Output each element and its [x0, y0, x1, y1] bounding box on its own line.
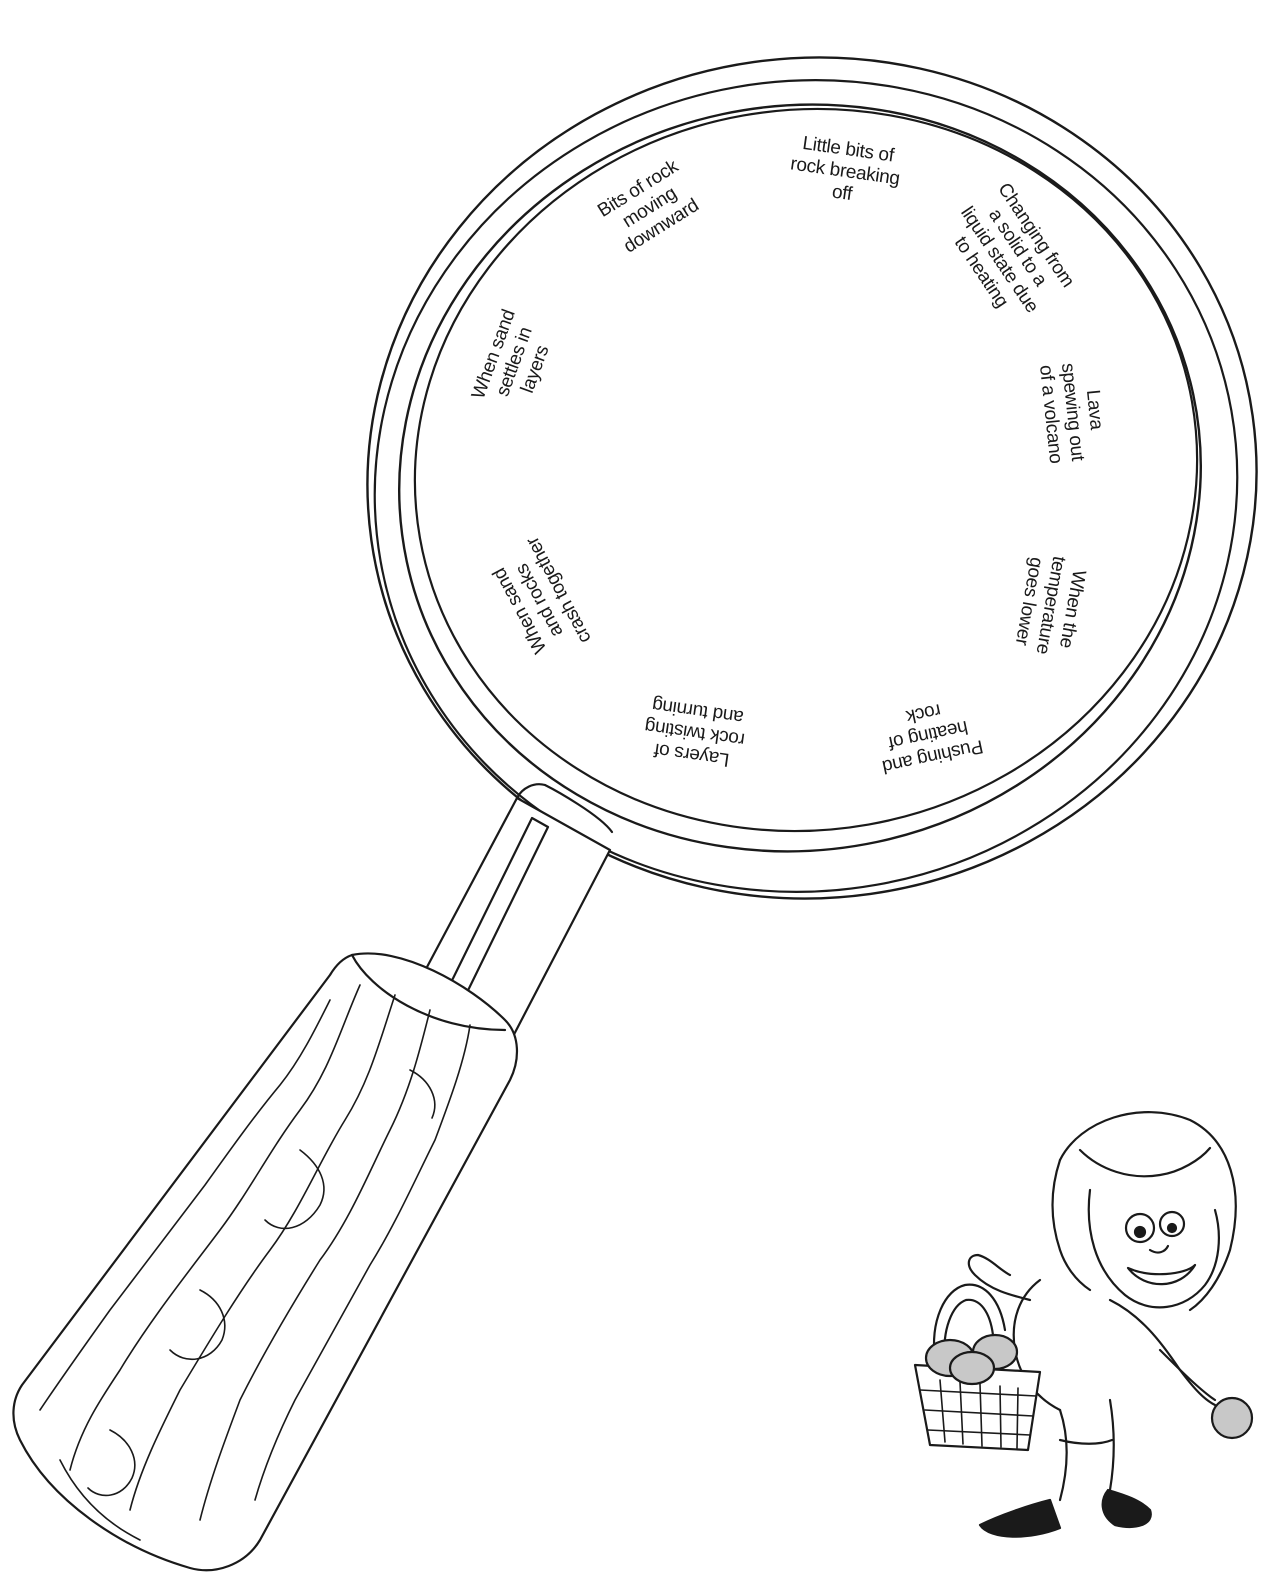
lens-rim — [310, 0, 1265, 960]
child-collecting-rocks — [915, 1112, 1252, 1537]
label-lava-volcano: Lava spewing out of a volcano — [1034, 359, 1110, 464]
label-layers-twisting: Layers of rock twisting and turning — [641, 692, 750, 771]
wooden-handle — [13, 953, 517, 1570]
